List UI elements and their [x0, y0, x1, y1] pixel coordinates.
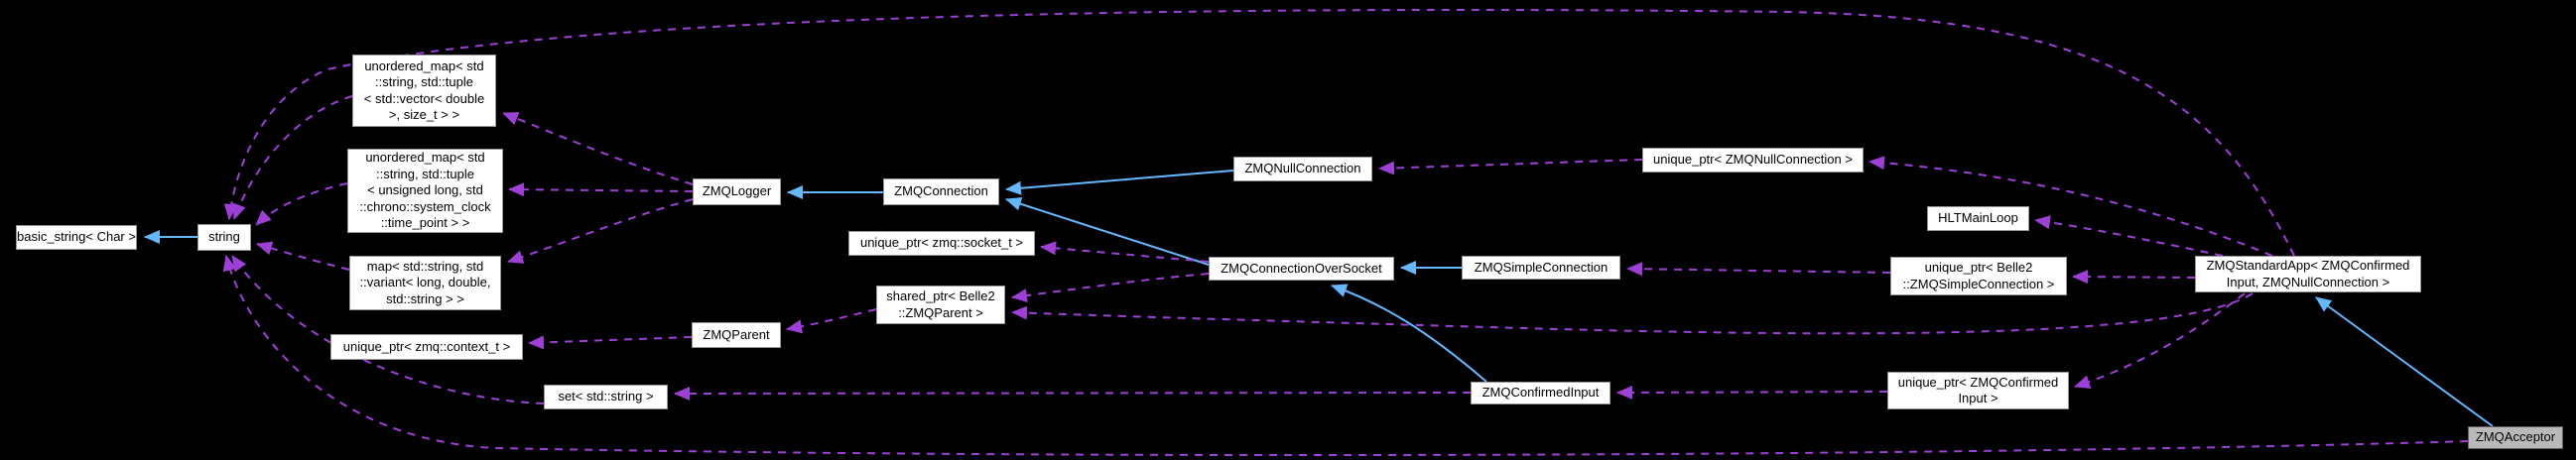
edge-zmq-standard-app-to-uptr-null-connection	[1868, 156, 2273, 257]
node-hlt-main-loop[interactable]: HLTMainLoop	[1927, 206, 2029, 231]
edge-zmq-standard-app-to-string	[223, 8, 2295, 257]
node-zmq-conn-over-socket[interactable]: ZMQConnectionOverSocket	[1209, 257, 1394, 281]
node-uptr-socket[interactable]: unique_ptr< zmq::socket_t >	[848, 231, 1035, 256]
edge-zmq-confirmed-input-to-zmq-conn-over-socket	[1331, 284, 1487, 383]
node-umap-clock[interactable]: unordered_map< std ::string, std::tuple …	[347, 149, 503, 233]
edge-zmq-confirmed-input-to-set-string	[674, 386, 1472, 401]
edge-zmq-logger-to-umap-clock	[508, 182, 694, 197]
node-zmq-simple-connection[interactable]: ZMQSimpleConnection	[1462, 256, 1620, 280]
edge-map-variant-to-string	[256, 241, 350, 271]
node-uptr-simple-connection[interactable]: unique_ptr< Belle2 ::ZMQSimpleConnection…	[1890, 257, 2067, 295]
node-set-string[interactable]: set< std::string >	[544, 385, 668, 409]
node-zmq-null-connection[interactable]: ZMQNullConnection	[1233, 157, 1372, 181]
edge-uptr-confirmed-input-to-zmq-confirmed-input	[1616, 385, 1888, 400]
node-umap-vector[interactable]: unordered_map< std ::string, std::tuple …	[352, 55, 496, 127]
node-sptr-parent[interactable]: shared_ptr< Belle2 ::ZMQParent >	[876, 286, 1005, 324]
edge-zmq-standard-app-to-uptr-confirmed-input	[2074, 292, 2246, 389]
node-zmq-logger[interactable]: ZMQLogger	[693, 178, 781, 205]
edge-zmq-parent-to-uptr-context	[528, 335, 693, 350]
edge-set-string-to-string	[231, 255, 545, 404]
node-zmq-parent[interactable]: ZMQParent	[692, 322, 781, 348]
edge-uptr-null-connection-to-zmq-null-connection	[1378, 159, 1643, 175]
edge-sptr-parent-to-zmq-parent	[786, 308, 877, 334]
node-zmq-standard-app[interactable]: ZMQStandardApp< ZMQConfirmed Input, ZMQN…	[2195, 256, 2421, 292]
edge-zmq-conn-over-socket-to-zmq-connection	[1005, 196, 1210, 266]
edge-zmq-standard-app-to-uptr-simple-connection	[2072, 270, 2196, 285]
edge-zmq-logger-to-map-variant	[507, 198, 694, 264]
node-uptr-null-connection[interactable]: unique_ptr< ZMQNullConnection >	[1642, 148, 1864, 172]
node-zmq-confirmed-input[interactable]: ZMQConfirmedInput	[1471, 382, 1610, 404]
node-map-variant[interactable]: map< std::string, std ::variant< long, d…	[349, 256, 501, 310]
edge-zmq-acceptor-to-string	[222, 255, 2469, 457]
node-uptr-confirmed-input[interactable]: unique_ptr< ZMQConfirmed Input >	[1887, 372, 2069, 409]
edge-umap-clock-to-string	[255, 182, 348, 226]
edge-zmq-logger-to-umap-vector	[502, 112, 694, 185]
node-string[interactable]: string	[197, 224, 251, 251]
edge-zmq-conn-over-socket-to-uptr-socket	[1040, 241, 1210, 263]
edge-zmq-standard-app-to-sptr-parent	[1011, 292, 2254, 335]
edge-uptr-simple-connection-to-zmq-simple-connection	[1626, 262, 1891, 277]
node-uptr-context[interactable]: unique_ptr< zmq::context_t >	[330, 334, 523, 360]
edge-zmq-conn-over-socket-to-sptr-parent	[1011, 273, 1210, 303]
node-zmq-connection[interactable]: ZMQConnection	[883, 178, 999, 205]
edge-zmq-standard-app-to-hlt-main-loop	[2034, 215, 2224, 257]
edge-zmq-null-connection-to-zmq-connection	[1005, 170, 1234, 195]
edge-zmq-acceptor-to-zmq-standard-app	[2315, 296, 2494, 427]
edge-umap-vector-to-string	[232, 95, 353, 220]
node-basic-string[interactable]: basic_string< Char >	[16, 225, 137, 250]
node-zmq-acceptor[interactable]: ZMQAcceptor	[2468, 426, 2563, 449]
